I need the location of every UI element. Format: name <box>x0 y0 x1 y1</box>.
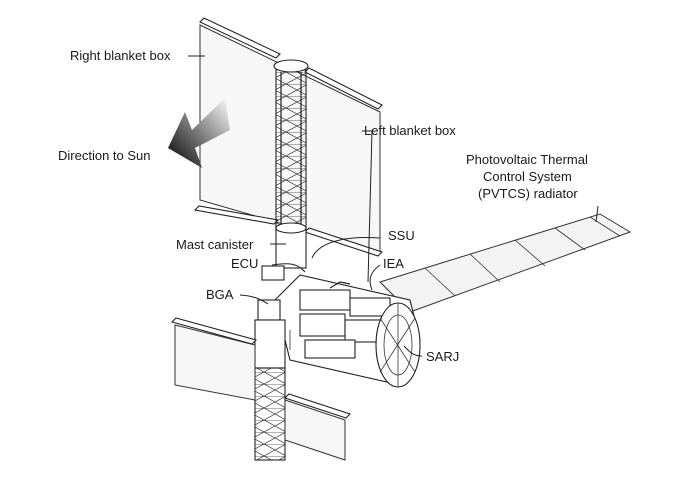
lower-mast-truss <box>254 367 286 461</box>
upper-mast <box>273 59 309 269</box>
left-blanket-box-bar <box>303 227 384 257</box>
label-pvtcs-line3: (PVTCS) radiator <box>478 186 578 201</box>
mast-canister-top <box>275 222 307 234</box>
label-pvtcs-line1: Photovoltaic Thermal <box>466 152 588 167</box>
label-iea: IEA <box>383 256 404 271</box>
lower-assembly <box>254 265 286 461</box>
lower-left-box <box>170 317 258 345</box>
lower-right-box <box>283 393 352 419</box>
leader-lines <box>188 55 599 357</box>
equipment-body <box>274 274 421 388</box>
lower-right-panel <box>284 399 346 461</box>
mast-canister <box>275 227 307 269</box>
lower-left-panel <box>174 324 256 401</box>
ecu-box <box>261 265 285 281</box>
iea-box-3 <box>299 313 346 337</box>
right-blanket-box-upper-bar <box>304 67 383 110</box>
iea-box-5 <box>304 339 356 359</box>
label-bga: BGA <box>206 287 234 302</box>
mast-top-cap <box>273 59 309 73</box>
label-mast-canister: Mast canister <box>176 237 254 252</box>
sun-arrow-shape <box>168 98 230 168</box>
label-ecu: ECU <box>231 256 258 271</box>
bga-box <box>257 299 281 321</box>
iea-box-1 <box>299 289 351 311</box>
lower-solar-wing <box>170 317 352 461</box>
direction-to-sun-arrow <box>168 98 230 168</box>
radiator-panel <box>379 213 632 313</box>
label-left-blanket-box: Left blanket box <box>364 123 456 138</box>
label-pvtcs-line2: Control System <box>483 169 572 184</box>
right-blanket-box <box>199 17 281 59</box>
label-right-blanket-box: Right blanket box <box>70 48 171 63</box>
label-sarj: SARJ <box>426 349 459 364</box>
label-ssu: SSU <box>388 228 415 243</box>
lower-mast-canister <box>254 319 286 369</box>
pvtcs-radiator <box>379 213 632 313</box>
label-direction-to-sun: Direction to Sun <box>58 148 151 163</box>
